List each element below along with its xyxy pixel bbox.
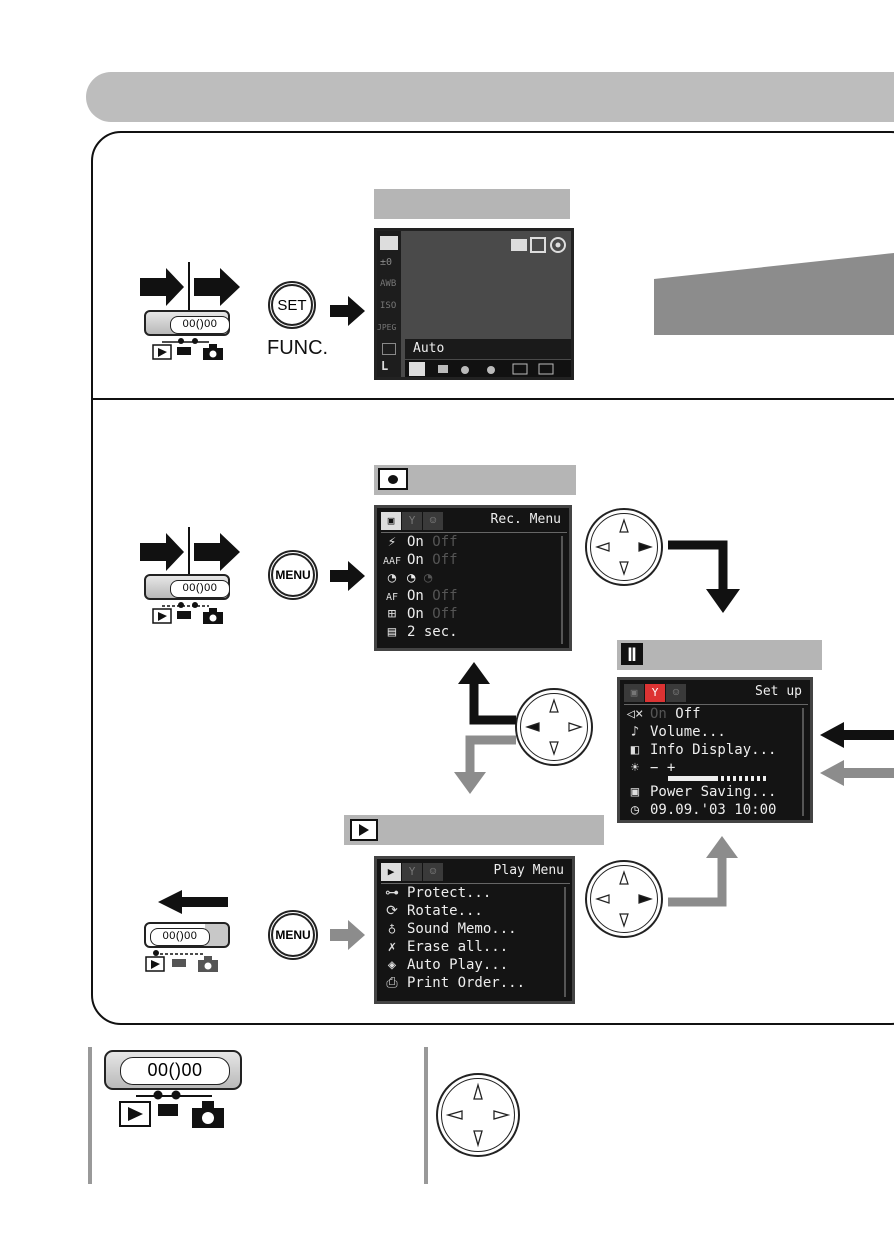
play-row-autoplay: ◈Auto Play... (387, 957, 509, 973)
menu-button-label: MENU (271, 553, 315, 597)
dpad-arrows-icon-3 (595, 870, 653, 928)
setup-row-volume: ♪Volume... (630, 724, 726, 740)
legend-mode-icons (119, 1090, 224, 1128)
setup-menu-title: Set up (755, 684, 802, 699)
legend-dpad (436, 1073, 520, 1157)
rec-row-review: ▤2 sec. (387, 624, 458, 640)
wrench-tab-icon: ǁ (621, 643, 643, 665)
iso-icon: ISO (380, 301, 397, 311)
legend-dpad-arrows-icon (445, 1082, 511, 1148)
arrow-right-icon (330, 296, 365, 326)
legend-divider-2 (424, 1047, 428, 1184)
func-lcd-mode-strip (405, 360, 571, 377)
setup-menu-label-bar: ǁ (617, 640, 822, 670)
set-button-label: SET (271, 284, 313, 326)
mode-icons (152, 338, 223, 360)
setup-row-brightness: ☀− + (630, 760, 676, 776)
arrow-down-left-gray (454, 735, 516, 794)
setup-row-clock: ◷09.09.'03 10:00 (630, 802, 777, 818)
switch-slot: 00()00 (170, 316, 230, 334)
setup-row-mute: ◁×On Off (626, 706, 701, 722)
dpad-right-2[interactable] (585, 860, 663, 938)
rec-row-grid: ⊞On Off (387, 606, 458, 622)
legend-switch-slot: 00()00 (120, 1057, 230, 1085)
play-row-rotate: ⟳Rotate... (386, 903, 483, 919)
arrow-left-black (820, 722, 894, 748)
func-lcd-status-icons (511, 237, 566, 253)
mode-arrows-icon (140, 262, 240, 312)
rec-row-flash: ⚡On Off (387, 534, 458, 550)
rec-menu-scrollbar (561, 536, 563, 644)
play-menu-screen: ▶Y☺ Play Menu ⊶Protect... ⟳Rotate... ♁So… (374, 856, 575, 1004)
menu-button-2[interactable]: MENU (268, 910, 318, 960)
play-row-sound: ♁Sound Memo... (387, 921, 517, 937)
mode-arrows-icon-2 (140, 527, 240, 577)
play-menu-tabs: ▶Y☺ (381, 863, 443, 881)
camera-tab-icon (378, 468, 408, 490)
play-row-erase: ✗Erase all... (387, 939, 509, 955)
legend-divider-1 (88, 1047, 92, 1184)
mode-switch-3[interactable]: 00()00 (144, 922, 230, 948)
exposure-icon: ±0 (380, 257, 393, 268)
setup-menu-tabs: ▣Y☺ (624, 684, 686, 702)
dpad-right-1[interactable] (585, 508, 663, 586)
setup-menu-scrollbar (802, 708, 804, 816)
arrow-right-gray (330, 920, 365, 950)
dpad-arrows-icon-2 (525, 698, 583, 756)
rec-menu-label-bar (374, 465, 576, 495)
arrow-left-gray (820, 760, 894, 786)
arrow-right-icon-2 (330, 561, 365, 591)
rec-menu-title: Rec. Menu (490, 512, 561, 527)
switch-slot-2: 00()00 (170, 580, 230, 598)
arrow-up-left-black (458, 662, 516, 725)
set-button[interactable]: SET (268, 281, 316, 329)
section-title-bar (86, 72, 894, 122)
legend-mode-switch: 00()00 (104, 1050, 242, 1090)
func-lcd-screen: ±0 AWB ISO JPEG L Auto (374, 228, 574, 380)
camera-icon (380, 236, 398, 250)
play-menu-label-bar (344, 815, 604, 845)
play-row-print: ⎙Print Order... (386, 975, 526, 991)
frame-divider (93, 398, 894, 400)
setup-row-power: ▣Power Saving... (630, 784, 777, 800)
setup-menu-screen: ▣Y☺ Set up ◁×On Off ♪Volume... ◧Info Dis… (617, 677, 813, 823)
jpeg-icon: JPEG (377, 323, 397, 332)
dpad-left[interactable] (515, 688, 593, 766)
mode-icons-3 (145, 950, 218, 972)
menu-button[interactable]: MENU (268, 550, 318, 600)
wedge-bar (654, 253, 894, 335)
rec-row-selftimer: ◔◔ ◔ (387, 570, 433, 586)
switch-slot-3: 00()00 (150, 928, 210, 946)
func-lcd-sidebar: ±0 AWB ISO JPEG L (377, 231, 401, 377)
size-icon: L (381, 359, 389, 373)
dpad-arrows-icon (595, 518, 653, 576)
mode-icons-2 (152, 602, 223, 624)
func-lcd-status: Auto (405, 339, 571, 359)
mode-switch-2[interactable]: 00()00 (144, 574, 230, 600)
metering-icon (382, 343, 396, 355)
rec-menu-tabs: ▣Y☺ (381, 512, 443, 530)
setup-row-info: ◧Info Display... (630, 742, 777, 758)
arrow-left-play (158, 890, 228, 914)
mode-switch[interactable]: 00()00 (144, 310, 230, 336)
play-menu-scrollbar (564, 887, 566, 997)
arrow-down-right (668, 540, 740, 613)
menu-button-label-2: MENU (271, 913, 315, 957)
func-caption: FUNC. (267, 337, 329, 359)
play-tab-icon (350, 819, 378, 841)
brightness-level-bar (668, 776, 768, 781)
func-menu-label-bar (374, 189, 570, 219)
arrow-up-right-gray (668, 836, 738, 907)
wb-icon: AWB (380, 279, 397, 289)
play-row-protect: ⊶Protect... (385, 885, 492, 901)
play-menu-title: Play Menu (493, 863, 564, 878)
diagram-frame (91, 131, 894, 1025)
